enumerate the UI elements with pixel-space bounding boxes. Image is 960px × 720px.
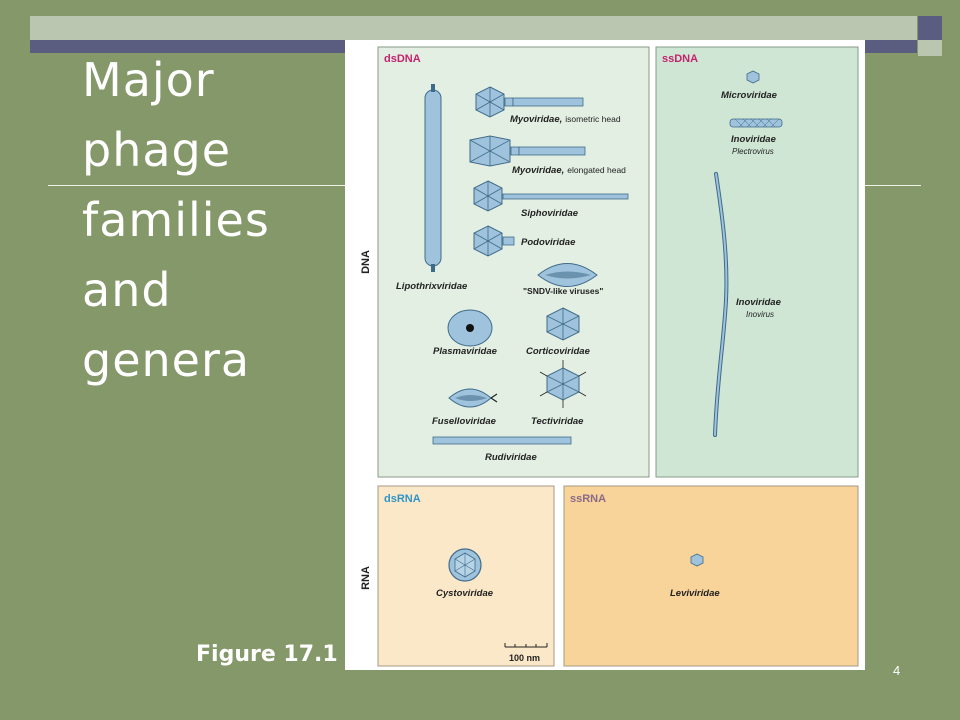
panel-dsdna [377, 46, 650, 478]
microviridae-virion [746, 70, 760, 84]
panel-ssdna [655, 46, 859, 478]
panel-ssrna [563, 485, 859, 667]
label-plectrovirus: Plectrovirus [732, 147, 774, 156]
label-sndv-like-viruses: "SNDV-like viruses" [523, 286, 603, 296]
label-fuselloviridae: Fuselloviridae [432, 416, 497, 427]
corner-square-bottom [918, 40, 942, 56]
label-myoviridae-isometric: Myoviridae,isometric head [510, 114, 621, 125]
corner-square-top [918, 16, 942, 40]
label-tectiviridae: Tectiviridae [531, 416, 584, 427]
row-label-dna: DNA [360, 250, 372, 274]
label-cystoviridae: Cystoviridae [436, 588, 494, 599]
label-plasmaviridae: Plasmaviridae [433, 346, 498, 357]
title-underline-right [865, 185, 921, 186]
scale-bar [504, 643, 548, 648]
label-inoviridae-inovirus: Inoviridae [736, 297, 782, 308]
label-lipothrixviridae: Lipothrixviridae [396, 281, 468, 292]
label-corticoviridae: Corticoviridae [526, 346, 591, 357]
title-line-2: phage [82, 123, 232, 177]
label-myoviridae-elongated: Myoviridae,elongated head [512, 165, 626, 176]
inoviridae-plectrovirus-virion [729, 118, 783, 128]
panel-label-dsdna: dsDNA [384, 53, 421, 65]
title-line-4: and [82, 263, 172, 317]
panel-label-ssrna: ssRNA [570, 493, 606, 505]
row-label-rna: RNA [360, 566, 372, 590]
myoviridae-elongated-virion [469, 135, 586, 167]
top-bar [30, 16, 917, 40]
lipothrixviridae-virion [424, 84, 442, 272]
label-inoviridae-plectrovirus: Inoviridae [731, 134, 777, 145]
cystoviridae-virion [448, 548, 482, 582]
siphoviridae-virion [473, 180, 629, 212]
rudiviridae-virion [432, 436, 572, 445]
page-number: 4 [893, 663, 901, 678]
panel-label-dsrna: dsRNA [384, 493, 421, 505]
label-podoviridae: Podoviridae [521, 237, 576, 248]
figure-caption: Figure 17.1 [196, 642, 338, 667]
label-rudiviridae: Rudiviridae [485, 452, 537, 463]
panel-label-ssdna: ssDNA [662, 53, 698, 65]
title-line-1: Major [82, 53, 215, 107]
label-microviridae: Microviridae [721, 90, 778, 101]
plasmaviridae-virion [447, 309, 493, 347]
corticoviridae-virion [546, 307, 580, 341]
label-siphoviridae: Siphoviridae [521, 208, 579, 219]
title-underline-left [48, 185, 346, 186]
label-leviviridae: Leviviridae [670, 588, 720, 599]
label-inovirus: Inovirus [746, 310, 774, 319]
title-line-5: genera [82, 333, 251, 387]
leviviridae-virion [690, 553, 704, 567]
tectiviridae-virion [539, 360, 587, 408]
title-line-3: families [82, 193, 270, 247]
scale-bar-label: 100 nm [509, 653, 540, 663]
podoviridae-virion [473, 225, 515, 257]
phage-families-figure: DNA RNA dsDNA ssDNA dsRNA ssRNA Lipothri… [345, 40, 865, 670]
fuselloviridae-virion [448, 388, 498, 408]
sndv-like-virion [537, 263, 598, 287]
myoviridae-isometric-virion [475, 86, 584, 118]
